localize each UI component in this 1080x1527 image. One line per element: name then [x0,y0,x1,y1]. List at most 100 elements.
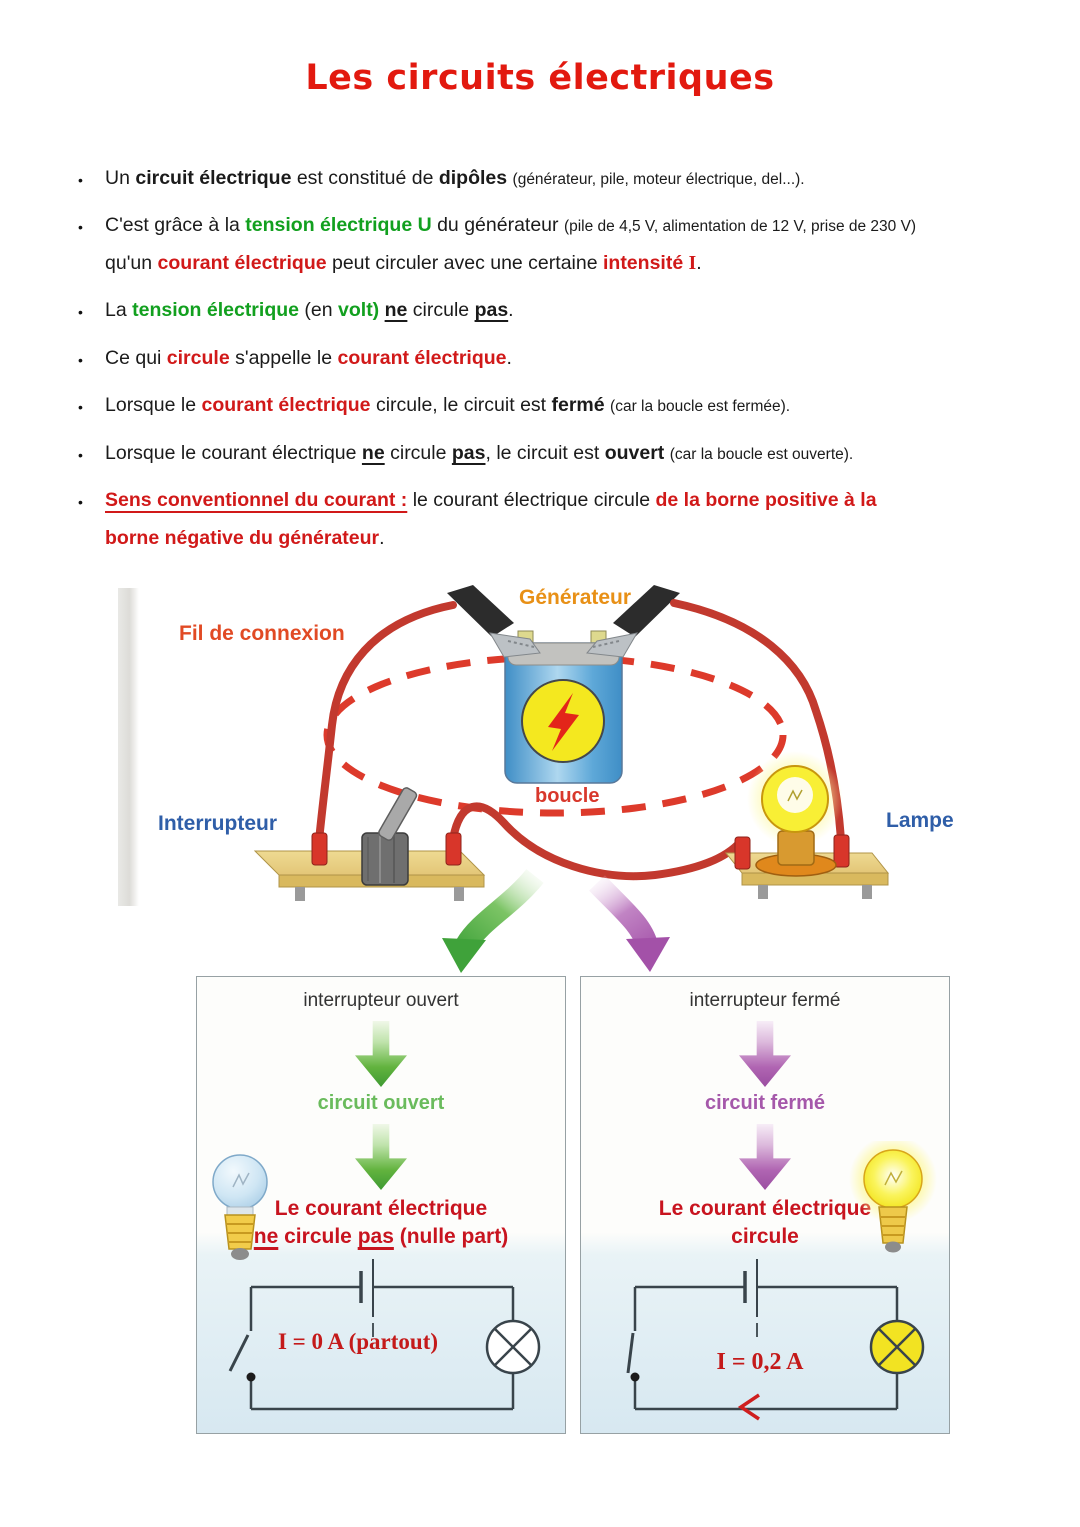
text-segment: . [379,526,385,549]
text-segment: tension électrique U [245,214,432,237]
text-segment: I [688,252,697,274]
statement-text: Le courant électrique circule [581,1195,949,1252]
text-segment: circule [731,1225,799,1249]
bullet-text: Sens conventionnel du courant : le coura… [105,482,1042,557]
connection-wire-middle [449,802,745,881]
bullet-list: •Un circuit électrique est constitué de … [78,160,1042,567]
text-segment: circule [384,441,452,464]
bullet-dot-icon: • [78,304,83,321]
bullet-item: • Sens conventionnel du courant : le cour… [78,482,1042,557]
circuit-illustration-svg [253,585,890,973]
text-segment: pas [357,1225,394,1249]
down-arrow-green-icon [355,1124,407,1190]
text-segment: ouvert [604,441,665,464]
text-segment: s'appelle le [229,346,338,369]
circuit-schematic [228,1259,541,1411]
generator-label: Générateur [519,586,632,609]
state-label: circuit ouvert [317,1092,445,1114]
down-arrow-purple-icon [739,1124,791,1190]
text-segment: Sens conventionnel du courant : [105,489,408,512]
bullet-item: •Lorsque le courant électrique circule, … [78,387,1042,424]
text-segment: de la borne positive à la [655,489,877,512]
text-segment: (car la boucle est ouverte). [669,445,854,463]
current-label: I = 0 A (partout) [277,1329,439,1354]
bullet-dot-icon: • [78,446,83,463]
text-segment: ne [253,1225,279,1249]
text-segment: courant électrique [337,346,507,369]
down-arrow-purple-icon [739,1021,791,1087]
text-segment: ne [361,441,385,464]
text-segment: pas [474,299,509,322]
down-arrow-green-icon [355,1021,407,1087]
switch-icon [253,787,486,901]
text-segment: pas [451,441,486,464]
bullet-text: La tension électrique (en volt) ne circu… [105,292,1042,329]
text-segment: est constitué de [291,167,439,189]
panel-heading: interrupteur fermé [689,990,841,1011]
statement-line2: ne circule pas (nulle part) [197,1223,565,1251]
loop-label: boucle [535,785,600,807]
text-segment: volt) [338,299,380,322]
text-segment: circuit électrique [135,167,292,189]
text-segment: fermé [551,394,605,417]
crocodile-clip-left-icon [447,585,541,658]
text-segment: . [508,299,514,322]
bullet-item: • C'est grâce à la tension électrique U d… [78,207,1042,282]
connection-wire-label: Fil de connexion [179,622,345,645]
text-segment: C'est grâce à la [105,214,246,237]
text-segment: (pile de 4,5 V, alimentation de 12 V, pr… [563,218,917,236]
statement-line1: Le courant électrique [658,1197,872,1220]
crocodile-clip-right-icon [586,585,680,658]
text-segment: , le circuit est [485,441,605,464]
bullet-dot-icon: • [78,351,83,368]
text-segment: (générateur, pile, moteur électrique, de… [512,171,805,188]
bullet-text: Lorsque le courant électrique circule, l… [105,387,1042,424]
text-segment: Ce qui [105,346,167,369]
bullet-dot-icon: • [78,219,83,236]
text-segment: courant électrique [157,251,327,274]
text-segment: . [696,251,702,274]
text-segment: courant électrique [201,394,371,417]
text-segment: du générateur [431,214,564,237]
lamp-label: Lampe [886,809,954,832]
bullet-dot-icon: • [78,494,83,511]
circuit-schematic [626,1259,925,1421]
statement-line1: Le courant électrique [274,1197,488,1220]
circuit-illustration: Générateur Fil de connexion Interrupteur… [0,583,1080,975]
text-segment: peut circuler avec une certaine [326,251,603,274]
statement-line2: circule [581,1223,949,1251]
bulb-on-icon [849,1141,937,1253]
bulb-off-icon [212,1154,268,1260]
text-segment: La [105,299,133,322]
text-segment: Lorsque le courant électrique [105,441,362,464]
bullet-dot-icon: • [78,172,83,188]
text-segment: dipôles [438,167,508,189]
text-segment: intensité [602,251,689,274]
current-label: I = 0,2 A [716,1349,804,1375]
text-segment: . [506,346,512,369]
panel-open-circuit: interrupteur ouvert circuit ouvert Le co… [196,976,566,1434]
text-segment: (en [298,299,339,322]
text-segment: ne [384,299,408,322]
text-segment: tension électrique [132,299,299,322]
text-segment: le courant électrique circule [407,489,656,512]
lightning-icon [548,693,579,751]
bullet-item: • Ce qui circule s'appelle le courant éle… [78,340,1042,377]
bullet-item: •Un circuit électrique est constitué de … [78,160,1042,197]
text-segment: (car la boucle est fermée). [610,398,791,416]
text-segment: qu'un [105,251,158,274]
text-segment: Un [105,167,136,189]
state-label: circuit fermé [704,1092,826,1114]
text-segment: circule [278,1225,358,1249]
purple-curved-arrow-icon [589,875,670,972]
bullet-text: Ce qui circule s'appelle le courant élec… [105,340,1042,377]
text-segment: circule [407,299,475,322]
text-segment: borne négative du générateur [105,526,380,549]
bullet-item: • Lorsque le courant électrique ne circul… [78,435,1042,472]
text-segment: (nulle part) [393,1225,509,1249]
text-segment: circule [166,346,230,369]
panel-heading: interrupteur ouvert [303,990,459,1011]
bullet-text: C'est grâce à la tension électrique U du… [105,207,1042,282]
green-curved-arrow-icon [442,868,544,973]
